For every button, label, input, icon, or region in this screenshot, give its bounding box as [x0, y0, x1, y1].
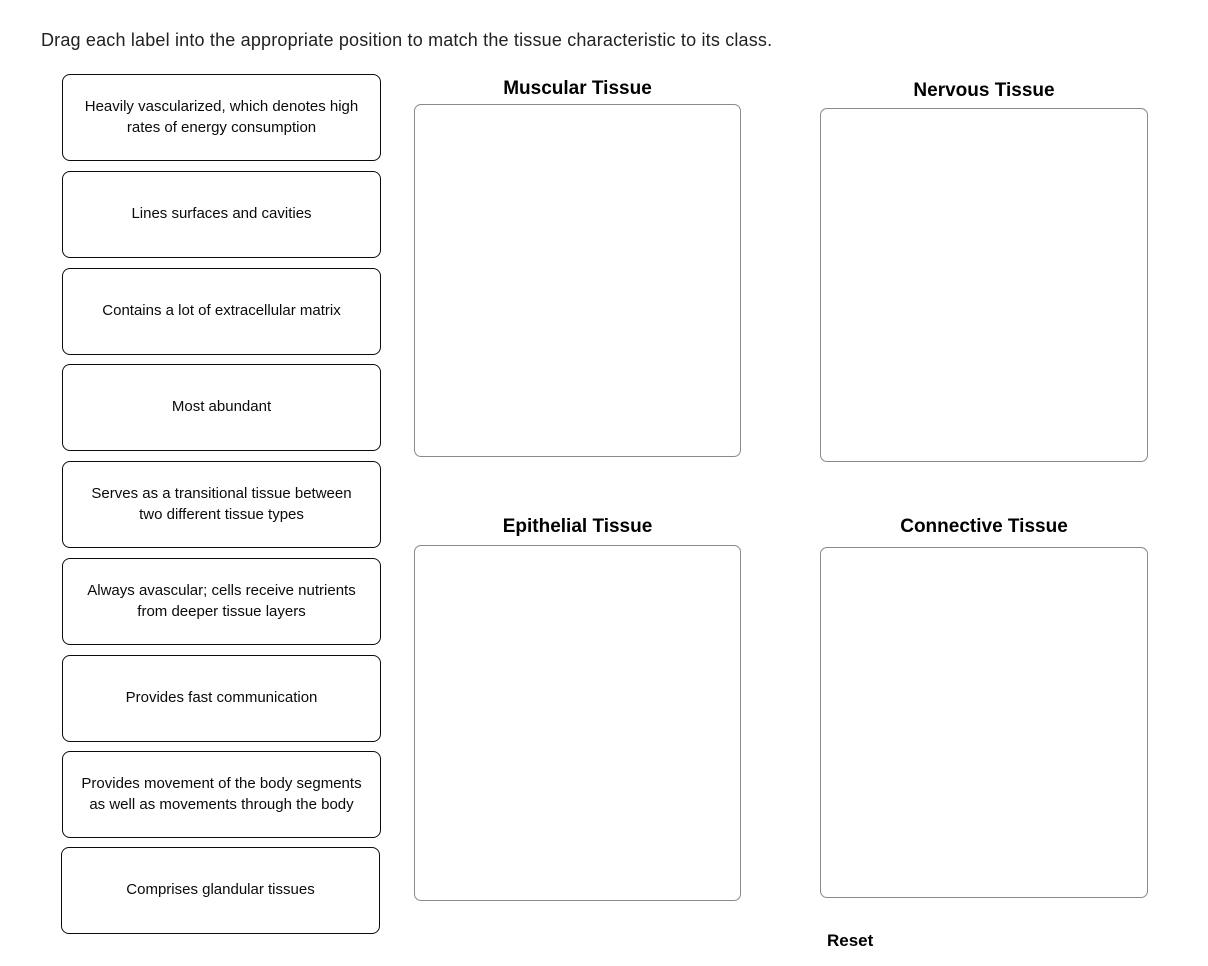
- drop-zone-title-connective: Connective Tissue: [900, 516, 1068, 537]
- draggable-label-text: Provides fast communication: [125, 689, 318, 707]
- draggable-label-9[interactable]: Comprises glandular tissues: [61, 847, 380, 934]
- draggable-label-text: Provides movement of the body segments a…: [81, 775, 362, 813]
- drop-zone-title-nervous: Nervous Tissue: [913, 80, 1055, 101]
- reset-button[interactable]: Reset: [820, 930, 890, 952]
- draggable-label-text: Lines surfaces and cavities: [131, 205, 312, 223]
- draggable-label-text: Contains a lot of extracellular matrix: [102, 302, 341, 320]
- draggable-label-7[interactable]: Provides fast communication: [62, 655, 381, 742]
- drop-zone-title-epithelial: Epithelial Tissue: [502, 516, 653, 537]
- drop-zone-connective[interactable]: [820, 547, 1148, 898]
- instruction-prompt: Drag each label into the appropriate pos…: [41, 30, 773, 50]
- draggable-label-2[interactable]: Lines surfaces and cavities: [62, 171, 381, 258]
- drop-zone-title-muscular: Muscular Tissue: [503, 78, 652, 99]
- drop-zone-nervous[interactable]: [820, 108, 1148, 462]
- draggable-label-text: Serves as a transitional tissue between …: [91, 485, 352, 523]
- label-bank: Heavily vascularized, which denotes high…: [0, 0, 400, 966]
- draggable-label-6[interactable]: Always avascular; cells receive nutrient…: [62, 558, 381, 645]
- draggable-label-text: Heavily vascularized, which denotes high…: [84, 98, 359, 136]
- drop-zone-muscular[interactable]: [414, 104, 741, 457]
- drop-zone-epithelial[interactable]: [414, 545, 741, 901]
- draggable-label-text: Comprises glandular tissues: [126, 881, 315, 899]
- draggable-label-4[interactable]: Most abundant: [62, 364, 381, 451]
- draggable-label-8[interactable]: Provides movement of the body segments a…: [62, 751, 381, 838]
- draggable-label-text: Always avascular; cells receive nutrient…: [87, 582, 356, 620]
- draggable-label-3[interactable]: Contains a lot of extracellular matrix: [62, 268, 381, 355]
- draggable-label-1[interactable]: Heavily vascularized, which denotes high…: [62, 74, 381, 161]
- draggable-label-5[interactable]: Serves as a transitional tissue between …: [62, 461, 381, 548]
- draggable-label-text: Most abundant: [171, 398, 272, 416]
